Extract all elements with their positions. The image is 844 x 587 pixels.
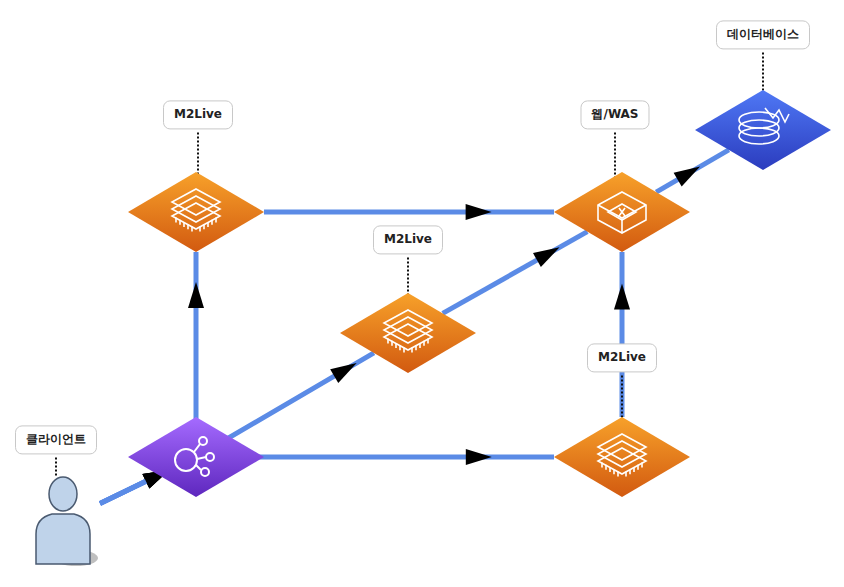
flow-connector bbox=[443, 232, 588, 314]
arrow-head bbox=[674, 160, 705, 187]
client-node: 클라이언트 bbox=[28, 474, 100, 568]
node-label: M2Live bbox=[163, 100, 233, 129]
flow-connector bbox=[656, 150, 729, 192]
arrow-head bbox=[614, 284, 630, 310]
connector-line bbox=[443, 232, 588, 314]
node-label: M2Live bbox=[373, 225, 443, 254]
node-label: 웹/WAS bbox=[580, 100, 649, 129]
arrow-head bbox=[330, 356, 361, 383]
service-diamond: M2Live bbox=[128, 172, 264, 252]
diamond-shape bbox=[340, 293, 476, 373]
flow-connector bbox=[264, 204, 554, 220]
node-label: 데이터베이스 bbox=[716, 20, 810, 49]
arrow-head bbox=[466, 204, 492, 220]
leader-line bbox=[621, 376, 623, 423]
arrow-head bbox=[533, 240, 564, 267]
hub-diamond bbox=[128, 417, 264, 497]
diamond-shape bbox=[554, 172, 690, 252]
person-icon bbox=[28, 474, 100, 568]
leader-line bbox=[197, 133, 199, 178]
diamond-shape bbox=[554, 417, 690, 497]
node-label: 클라이언트 bbox=[15, 425, 97, 454]
connector-line bbox=[264, 210, 554, 215]
arrow-head bbox=[188, 282, 204, 308]
leader-line bbox=[614, 133, 616, 178]
leader-line bbox=[55, 458, 57, 476]
service-diamond: 웹/WAS bbox=[554, 172, 690, 252]
leader-lines bbox=[56, 53, 763, 476]
node-label: M2Live bbox=[587, 343, 657, 372]
leader-line bbox=[762, 53, 764, 96]
service-diamond: M2Live bbox=[554, 417, 690, 497]
connector-line bbox=[656, 150, 729, 192]
diamond-shape bbox=[695, 90, 831, 170]
service-diamond: M2Live bbox=[340, 293, 476, 373]
diamond-shape bbox=[128, 172, 264, 252]
leader-line bbox=[407, 258, 409, 299]
service-diamond: 데이터베이스 bbox=[695, 90, 831, 170]
arrow-head bbox=[466, 449, 492, 465]
